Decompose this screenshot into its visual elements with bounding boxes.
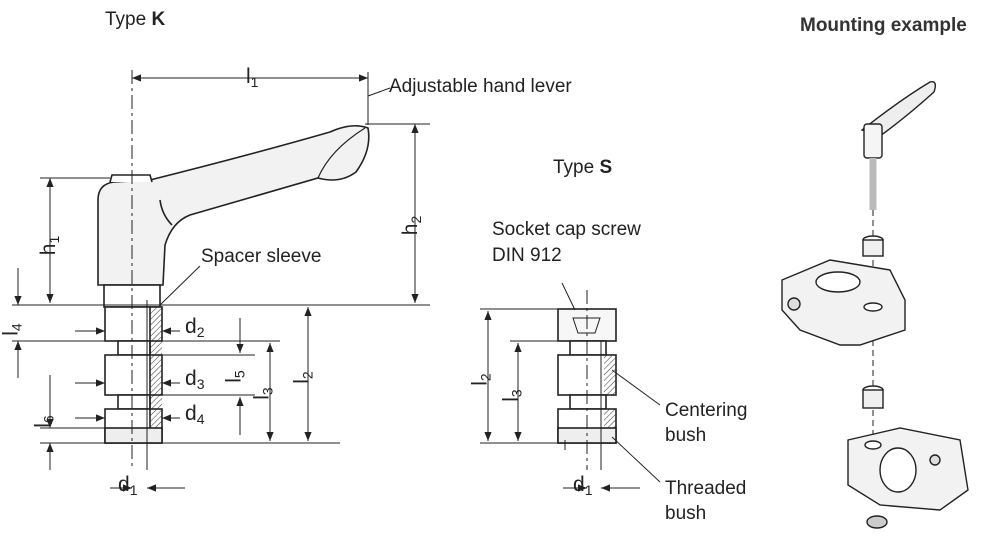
label-din-912: DIN 912 (492, 245, 562, 266)
label-threaded-bush: bush (665, 503, 707, 524)
label-centering: Centering (665, 400, 748, 421)
dim-l5: l5 (222, 370, 248, 383)
dim-h2: h2 (399, 215, 425, 236)
dim-l1: l1 (246, 65, 259, 91)
dim-l4: l4 (0, 323, 25, 336)
mounting-example-drawing (781, 81, 969, 529)
dim-l2-type-k: l2 (290, 371, 316, 384)
dim-l3-type-s: l3 (499, 389, 525, 402)
type-s-drawing (557, 290, 617, 470)
type-s-dimensions (480, 282, 661, 492)
label-adjustable-hand-lever: Adjustable hand lever (389, 76, 572, 97)
dim-h1: h1 (37, 235, 63, 256)
type-k-drawing (97, 70, 370, 470)
dim-d4: d4 (185, 402, 205, 428)
dim-l2-type-s: l2 (468, 373, 494, 386)
type-s-title: Type S (553, 157, 613, 178)
dim-d1-type-s: d1 (573, 473, 593, 499)
label-centering-bush: bush (665, 425, 707, 446)
dim-d2: d2 (185, 315, 205, 341)
dim-d3: d3 (185, 367, 205, 393)
label-socket-cap-screw: Socket cap screw (492, 219, 641, 240)
dim-l3-type-k: l3 (250, 387, 276, 400)
type-k-title: Type K (105, 9, 166, 30)
type-k-dimensions (12, 72, 430, 492)
mounting-example-title: Mounting example (800, 15, 967, 36)
label-threaded: Threaded (665, 478, 747, 499)
dim-l6: l6 (31, 415, 57, 428)
label-spacer-sleeve: Spacer sleeve (201, 246, 322, 267)
dim-d1-type-k: d1 (118, 473, 138, 499)
